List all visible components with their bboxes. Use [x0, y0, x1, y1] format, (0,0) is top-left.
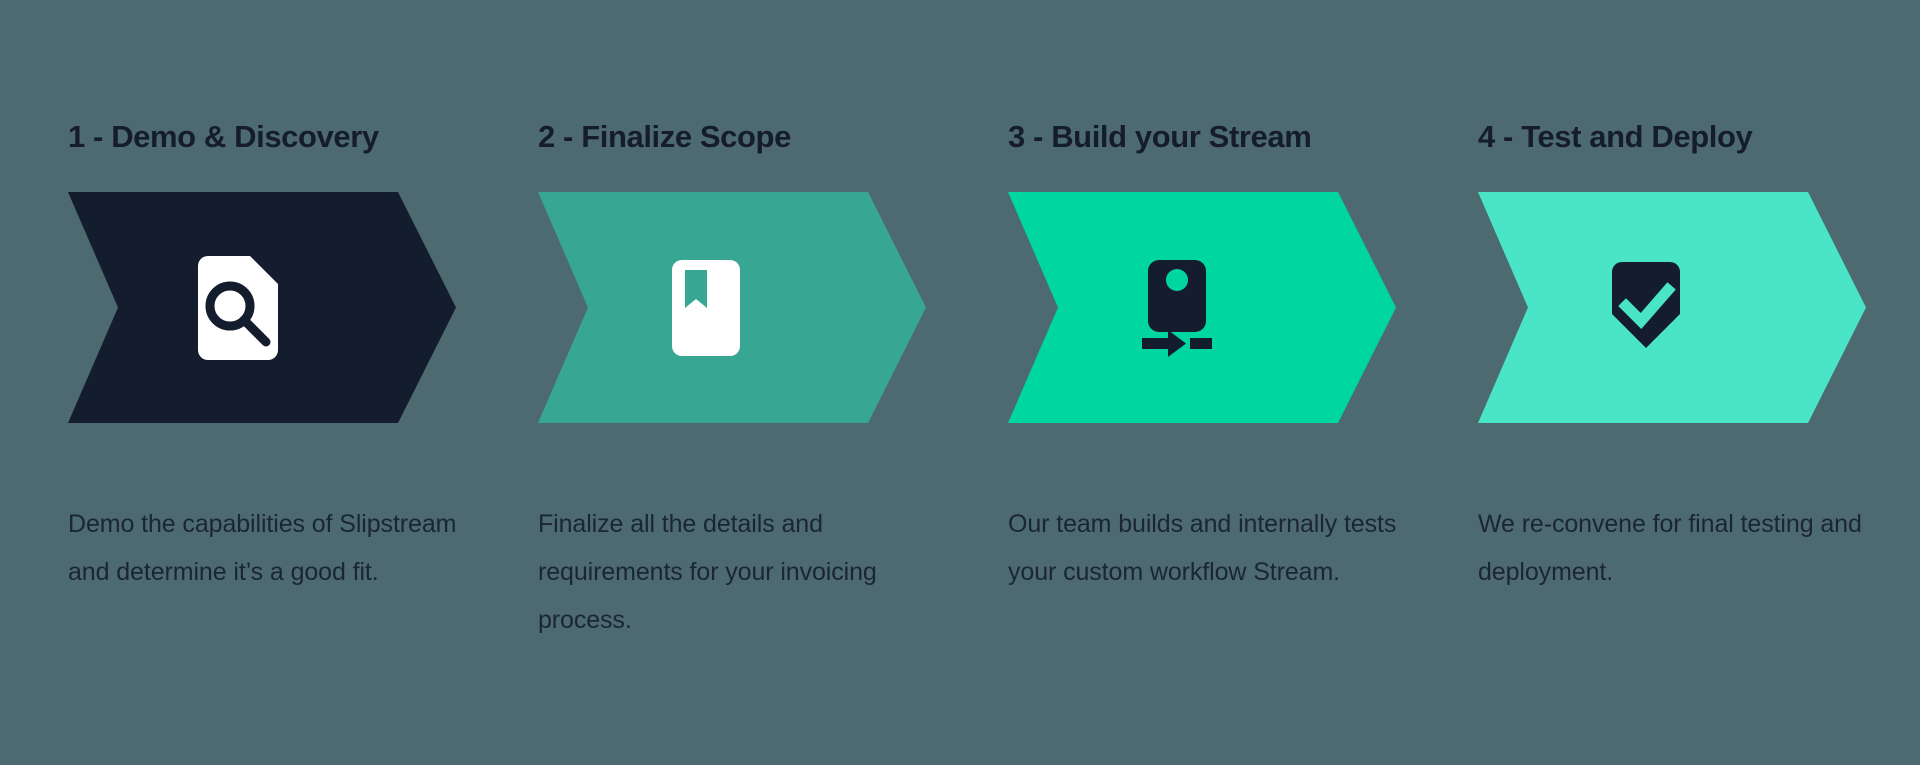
- step-3-banner: [1008, 192, 1396, 423]
- step-3-description: Our team builds and internally tests you…: [1008, 510, 1397, 586]
- step-3: 3 - Build your Stream Our team builds an…: [940, 0, 1410, 765]
- step-1: 1 - Demo & Discovery Demo the capabiliti…: [0, 0, 470, 765]
- step-1-title: 1 - Demo & Discovery: [68, 119, 379, 154]
- step-1-chevron-shape: [68, 192, 456, 423]
- step-2-banner: [538, 192, 926, 423]
- step-3-chevron-shape: [1008, 192, 1396, 423]
- step-2: 2 - Finalize Scope Finalize all the deta…: [470, 0, 940, 765]
- step-2-chevron-shape: [538, 192, 926, 423]
- step-4: 4 - Test and Deploy We re-convene for fi…: [1410, 0, 1880, 765]
- step-1-description: Demo the capabilities of Slipstream and …: [68, 510, 457, 586]
- step-2-title: 2 - Finalize Scope: [538, 119, 791, 154]
- chevron-polygon: [1008, 192, 1396, 423]
- chevron-polygon: [68, 192, 456, 423]
- step-1-banner: [68, 192, 456, 423]
- chevron-polygon: [1478, 192, 1866, 423]
- step-2-description: Finalize all the details and requirement…: [538, 510, 877, 634]
- chevron-polygon: [538, 192, 926, 423]
- step-4-chevron-shape: [1478, 192, 1866, 423]
- step-4-banner: [1478, 192, 1866, 423]
- step-4-description: We re-convene for final testing and depl…: [1478, 510, 1862, 586]
- step-3-title: 3 - Build your Stream: [1008, 119, 1312, 154]
- step-4-title: 4 - Test and Deploy: [1478, 119, 1753, 154]
